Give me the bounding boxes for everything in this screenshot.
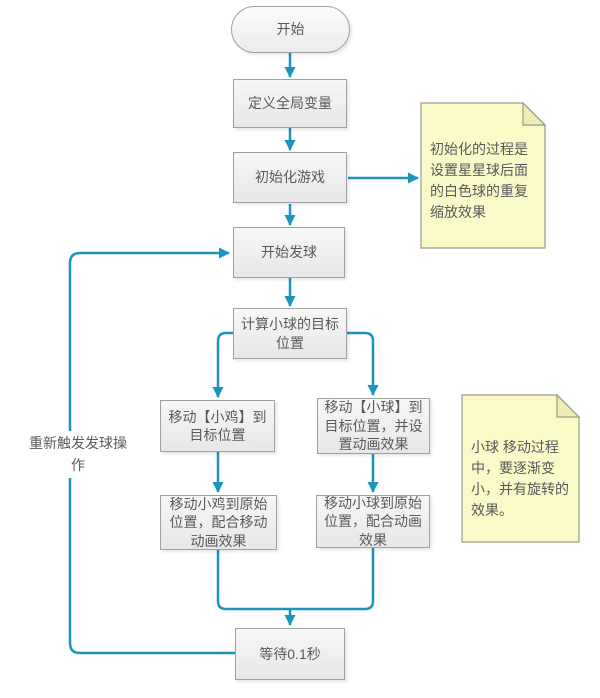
note-init-shape xyxy=(420,102,546,249)
node-init-game-label: 初始化游戏 xyxy=(255,169,325,186)
node-move-ball-origin-label: 移动小球到原始位置，配合动画效果 xyxy=(324,494,422,548)
note-ball-shape xyxy=(461,394,580,543)
node-start-serve-label: 开始发球 xyxy=(261,244,317,261)
node-move-chick-target: 移动【小鸡】到目标位置 xyxy=(160,400,275,452)
edge-ball-merge xyxy=(290,548,375,611)
edge-label-retrigger: 重新触发发球操作 xyxy=(25,431,131,479)
edge-chick-merge xyxy=(216,550,290,611)
node-calc-target: 计算小球的目标位置 xyxy=(233,308,347,359)
node-start-serve: 开始发球 xyxy=(233,227,345,278)
node-define-globals-label: 定义全局变量 xyxy=(248,95,332,112)
node-init-game: 初始化游戏 xyxy=(233,152,347,203)
node-move-chick-origin: 移动小鸡到原始位置，配合移动动画效果 xyxy=(160,495,277,550)
edge-calc-ball xyxy=(347,331,379,396)
node-wait-label: 等待0.1秒 xyxy=(259,645,321,662)
node-calc-target-label: 计算小球的目标位置 xyxy=(241,316,339,351)
node-wait: 等待0.1秒 xyxy=(235,628,345,680)
note-ball-fold-icon xyxy=(556,393,581,418)
note-ball-text: 小球 移动过程中，要逐渐变小，并有旋转的效果。 xyxy=(471,439,569,518)
node-define-globals: 定义全局变量 xyxy=(233,79,347,128)
edge-calc-chick xyxy=(212,331,233,398)
node-move-ball-origin: 移动小球到原始位置，配合动画效果 xyxy=(316,495,430,548)
node-move-chick-target-label: 移动【小鸡】到目标位置 xyxy=(168,408,267,443)
node-move-ball-target: 移动【小球】到目标位置，并设置动画效果 xyxy=(317,398,430,454)
node-start-label: 开始 xyxy=(276,21,305,38)
node-move-ball-target-label: 移动【小球】到目标位置，并设置动画效果 xyxy=(324,399,423,453)
note-init-fold-icon xyxy=(522,101,547,126)
node-move-chick-origin-label: 移动小鸡到原始位置，配合移动动画效果 xyxy=(169,495,268,549)
note-init-text: 初始化的过程是设置星星球后面的白色球的重复缩放效果 xyxy=(430,141,528,220)
node-start: 开始 xyxy=(231,6,350,53)
